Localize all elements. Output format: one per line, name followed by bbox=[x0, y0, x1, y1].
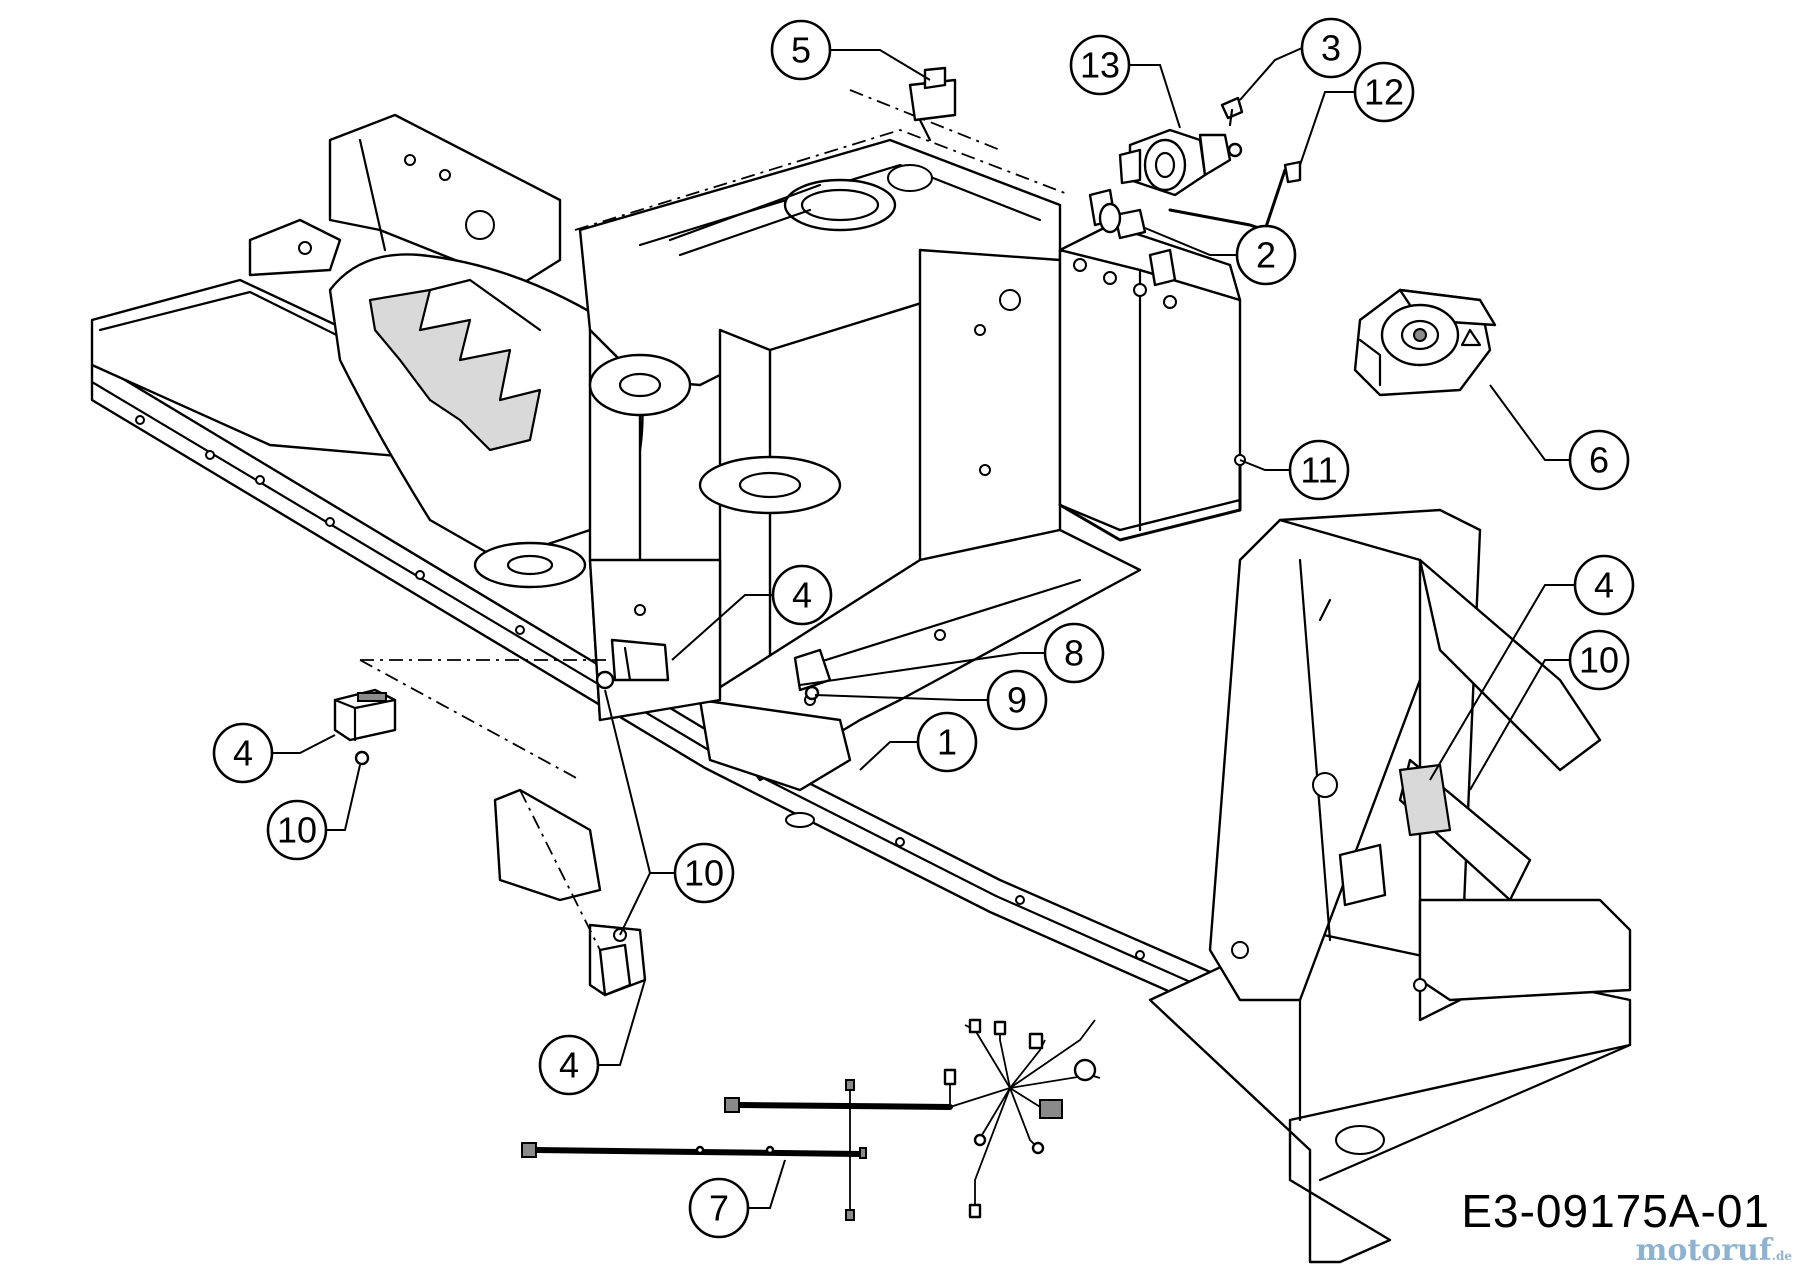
callout-11: 11 bbox=[1288, 439, 1350, 501]
svg-text:4: 4 bbox=[792, 575, 812, 616]
callouts: 5 13 3 12 2 6 11 4 bbox=[212, 17, 1635, 1239]
svg-text:10: 10 bbox=[1579, 640, 1619, 681]
svg-text:5: 5 bbox=[791, 30, 811, 71]
callout-2: 2 bbox=[1235, 224, 1297, 286]
svg-text:9: 9 bbox=[1007, 680, 1027, 721]
terminal-bolt bbox=[1098, 202, 1147, 240]
callout-1: 1 bbox=[916, 711, 978, 773]
brake-switch-bracket bbox=[493, 788, 647, 997]
callout-4-right: 4 bbox=[1573, 554, 1635, 616]
callout-10-left: 10 bbox=[266, 799, 328, 861]
connector-plug bbox=[333, 688, 397, 766]
front-axle-bracket bbox=[1208, 508, 1632, 1022]
svg-text:11: 11 bbox=[1300, 450, 1337, 491]
svg-text:8: 8 bbox=[1064, 633, 1084, 674]
battery-strap bbox=[1058, 454, 1246, 542]
callout-10-middle: 10 bbox=[673, 842, 735, 904]
wiring-harness bbox=[521, 1018, 1101, 1221]
solenoid bbox=[1118, 128, 1243, 197]
callout-5: 5 bbox=[770, 19, 832, 81]
callout-13: 13 bbox=[1069, 34, 1131, 96]
steering-plate bbox=[328, 253, 644, 562]
svg-text:12: 12 bbox=[1364, 72, 1404, 113]
rear-cross-member bbox=[248, 113, 562, 287]
svg-text:10: 10 bbox=[277, 810, 317, 851]
watermark-logo: motoruf.de bbox=[1636, 1233, 1792, 1268]
ignition-switch bbox=[1353, 288, 1497, 397]
svg-text:6: 6 bbox=[1589, 440, 1609, 481]
safety-switch bbox=[793, 648, 832, 701]
callout-6: 6 bbox=[1568, 429, 1630, 491]
callout-9: 9 bbox=[986, 669, 1048, 731]
seat-switch bbox=[908, 66, 957, 142]
svg-text:10: 10 bbox=[684, 853, 724, 894]
svg-text:4: 4 bbox=[559, 1045, 579, 1086]
leader-lines bbox=[272, 47, 1575, 1209]
bolt-screw bbox=[1220, 96, 1244, 127]
callout-12: 12 bbox=[1353, 61, 1415, 123]
pedestal-connector bbox=[595, 638, 670, 690]
callout-3: 3 bbox=[1300, 17, 1362, 79]
svg-text:1: 1 bbox=[937, 722, 957, 763]
svg-text:13: 13 bbox=[1080, 45, 1120, 86]
callout-4-upper: 4 bbox=[771, 564, 833, 626]
callout-10-right: 10 bbox=[1568, 629, 1630, 691]
callout-8: 8 bbox=[1043, 622, 1105, 684]
callout-7: 7 bbox=[688, 1177, 750, 1239]
watermark-text: motoruf bbox=[1635, 1233, 1772, 1268]
floor-bracket bbox=[588, 528, 1142, 792]
drawing-code: E3-09175A-01 bbox=[1461, 1185, 1770, 1237]
callout-4-bottom: 4 bbox=[538, 1034, 600, 1096]
svg-text:7: 7 bbox=[709, 1188, 729, 1229]
watermark-suffix: .de bbox=[1771, 1249, 1792, 1263]
svg-text:2: 2 bbox=[1256, 235, 1276, 276]
svg-text:3: 3 bbox=[1321, 28, 1341, 69]
battery bbox=[1058, 188, 1242, 532]
connector-dash bbox=[359, 659, 581, 781]
callout-4-left: 4 bbox=[212, 722, 274, 784]
svg-text:4: 4 bbox=[233, 733, 253, 774]
svg-text:4: 4 bbox=[1594, 565, 1614, 606]
